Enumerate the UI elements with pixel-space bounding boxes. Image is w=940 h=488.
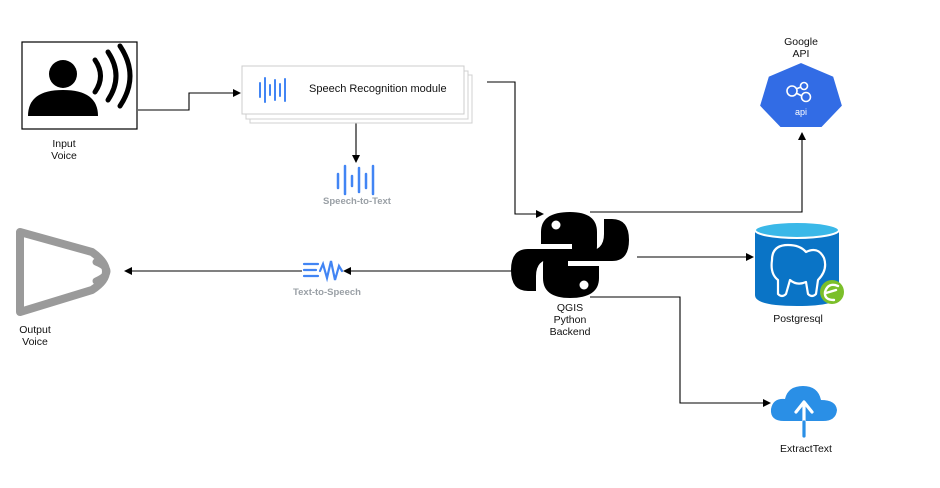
speech-to-text-label: Speech-to-Text: [323, 196, 391, 207]
output-voice-label-line2: Voice: [22, 336, 48, 348]
google-api-label-line1: Google: [784, 36, 818, 48]
speech-recognition-module-node: [241, 65, 473, 124]
input-voice-label-line1: Input: [52, 138, 76, 150]
waveform-icon: [259, 77, 286, 103]
backend-label: QGIS Python Backend: [540, 302, 600, 338]
postgresql-database-icon: [754, 221, 844, 306]
person-speaking-icon: [28, 43, 133, 116]
edge-backend-to-extracttext: [590, 296, 771, 407]
extracttext-label: ExtractText: [780, 443, 832, 455]
cloud-upload-icon: [770, 386, 837, 438]
speech-recognition-module-label: Speech Recognition module: [309, 83, 447, 95]
input-voice-node: [21, 41, 138, 130]
input-voice-label: Input Voice: [44, 138, 84, 162]
output-voice-label-line1: Output: [19, 324, 51, 336]
python-logo-icon: [511, 212, 629, 298]
edge-backend-to-google-api: [590, 132, 806, 213]
edge-module-to-backend: [487, 81, 544, 218]
edges: [124, 81, 806, 407]
google-api-badge-text: api: [795, 107, 807, 117]
postgresql-label: Postgresql: [773, 313, 823, 325]
speaker-icon: [16, 228, 111, 316]
google-api-label: Google API: [771, 36, 831, 60]
text-to-speech-label: Text-to-Speech: [293, 287, 361, 298]
text-to-speech-icon: [302, 260, 344, 283]
speech-to-text-icon: [336, 164, 375, 196]
google-api-label-line2: API: [792, 48, 810, 60]
backend-label-line1: QGIS: [556, 302, 584, 314]
backend-label-line2: Python: [553, 314, 587, 326]
edge-input-to-module: [138, 89, 241, 111]
api-hexagon-icon: [757, 60, 845, 129]
input-voice-label-line2: Voice: [51, 150, 77, 162]
backend-label-line3: Backend: [549, 326, 591, 338]
output-voice-label: Output Voice: [12, 324, 58, 348]
